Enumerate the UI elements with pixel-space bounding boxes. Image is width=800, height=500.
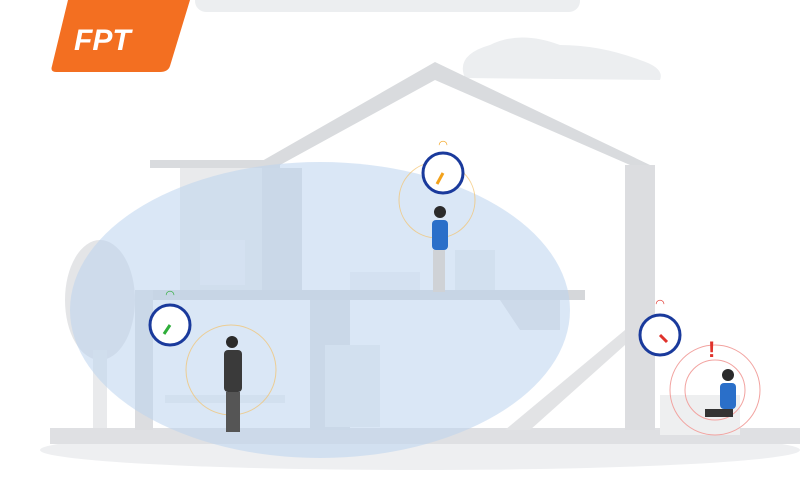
alert-icon: ! <box>708 337 715 362</box>
cloud <box>462 37 661 80</box>
wifi-coverage-area <box>70 162 570 458</box>
fpt-logo: FPT <box>51 0 190 72</box>
right-wall <box>625 165 655 430</box>
signal-meter-upper: ◠ <box>398 139 476 239</box>
person-weak-signal <box>705 369 736 417</box>
signal-meter-ground: ◠ <box>148 289 277 416</box>
svg-text:◠: ◠ <box>655 298 665 310</box>
svg-text:FPT: FPT <box>74 24 133 57</box>
person-upper <box>432 206 448 292</box>
stairs <box>505 330 625 430</box>
signal-meter-weak: ◠ ! <box>638 298 761 436</box>
roof <box>255 62 650 165</box>
roof-ledge <box>150 160 280 168</box>
person-ground <box>224 336 242 432</box>
cloud <box>195 0 580 12</box>
svg-text:◠: ◠ <box>438 139 448 151</box>
svg-text:◠: ◠ <box>165 289 175 301</box>
